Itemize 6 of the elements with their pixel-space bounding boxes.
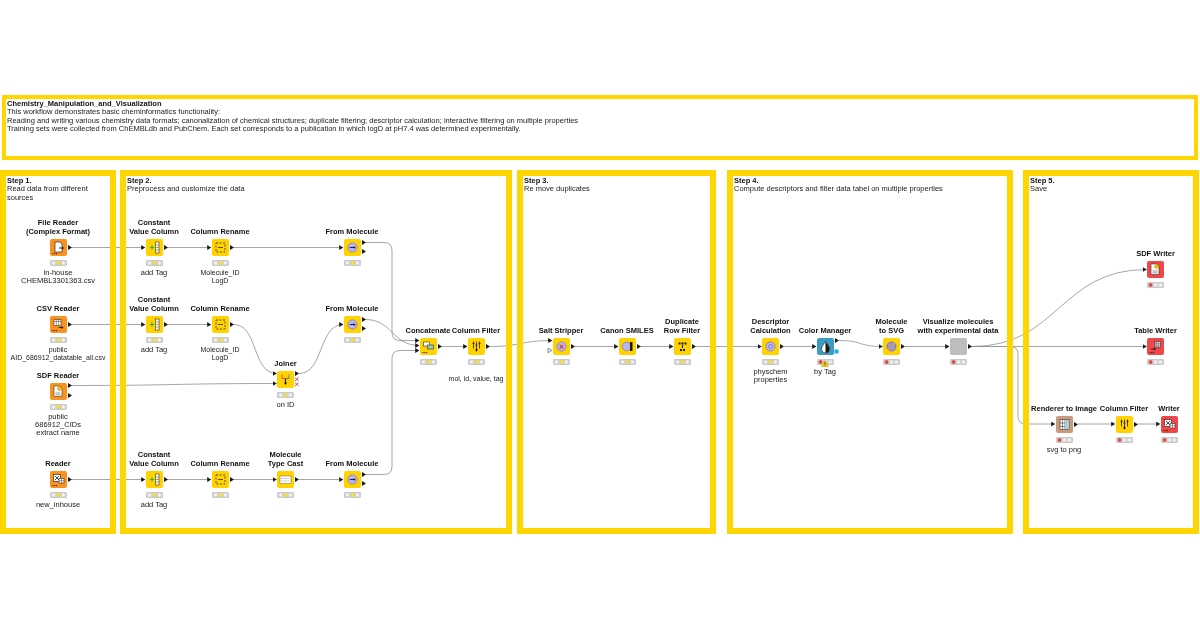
annotation-frame <box>0 170 116 534</box>
annotation-frame <box>1023 170 1199 534</box>
annotation-frame <box>120 170 512 534</box>
annotation-frame <box>517 170 716 534</box>
annotation-frame <box>727 170 1013 534</box>
annotation-frame <box>2 95 1198 160</box>
